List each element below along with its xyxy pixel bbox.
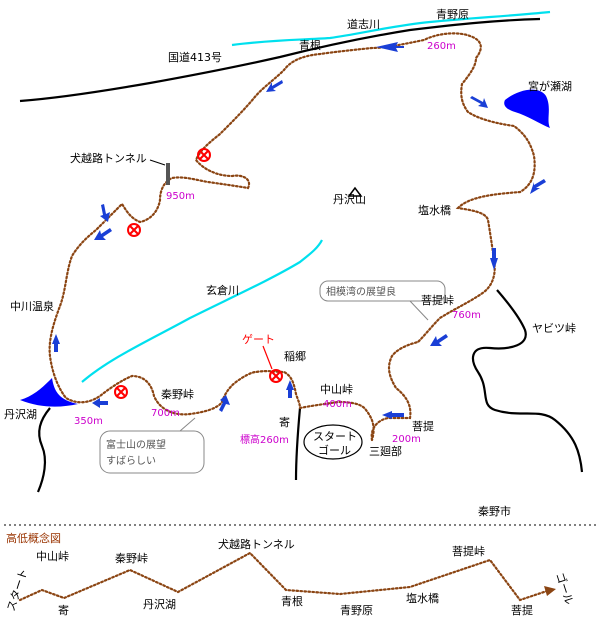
label-shiomizu-bridge: 塩水橋	[418, 203, 451, 217]
arrow-12	[94, 228, 112, 240]
profile-bodai-pass: 菩提峠	[452, 544, 485, 558]
tunnel-icon	[166, 163, 170, 185]
national-road-413-line	[19, 17, 541, 103]
profile-start: スタート	[4, 567, 30, 613]
callout-sagami-bay	[319, 280, 446, 321]
arrow-8	[286, 380, 294, 398]
profile-yoriya: 寄	[58, 603, 69, 617]
arrow-5	[490, 248, 498, 270]
closed-point-icon	[127, 223, 141, 237]
label-genkura-river: 玄倉川	[206, 283, 239, 297]
route-line	[48, 32, 536, 442]
label-miyagase-lake: 宮が瀬湖	[528, 79, 572, 93]
arrow-3	[470, 96, 488, 108]
label-national-road: 国道413号	[168, 50, 222, 64]
gate-icon	[262, 345, 283, 383]
label-inagou: 稲郷	[284, 349, 306, 363]
alt-200: 200m	[392, 434, 421, 445]
profile-line	[18, 551, 552, 602]
profile-hadano: 秦野峠	[115, 551, 148, 565]
peak-icon	[347, 186, 363, 197]
label-bodai-pass: 菩提峠	[421, 293, 454, 307]
road-yoriya	[294, 407, 302, 481]
callout-fuji-line2: すばらしい	[106, 455, 156, 467]
arrow-13	[100, 204, 110, 222]
arrow-1	[376, 42, 404, 52]
closed-point-icon	[197, 148, 211, 162]
alt-950: 950m	[166, 191, 195, 202]
road-yabitsu	[471, 289, 584, 473]
callout-fuji	[99, 417, 205, 474]
label-tanzawa-lake: 丹沢湖	[4, 407, 37, 421]
profile-goal: ゴール	[553, 571, 577, 607]
alt-260-top: 260m	[427, 41, 456, 52]
label-doshi-river: 道志川	[347, 17, 380, 31]
callout-fuji-line1: 富士山の展望	[106, 438, 166, 451]
closed-point-icon	[114, 385, 128, 399]
profile-shiomizu: 塩水橋	[406, 591, 439, 605]
profile-arrow	[544, 586, 556, 596]
start-goal-badge	[303, 424, 363, 460]
label-hadano-pass: 秦野峠	[161, 387, 194, 401]
label-inukoe-tunnel: 犬越路トンネル	[70, 151, 147, 165]
profile-bodai: 菩提	[511, 604, 533, 617]
label-tanzawa-mountain: 丹沢山	[333, 192, 366, 206]
callout-sagami-text: 相模湾の展望良	[326, 285, 396, 298]
genkura-river-line	[81, 239, 323, 383]
profile-nakayama: 中山峠	[36, 549, 69, 563]
arrow-6	[430, 334, 448, 346]
label-nakayama-pass: 中山峠	[320, 382, 353, 396]
goal-label: ゴール	[318, 443, 351, 457]
label-gate: ゲート	[242, 333, 275, 346]
profile-inukoe: 犬越路トンネル	[218, 537, 295, 551]
direction-arrows	[52, 42, 546, 419]
alt-400: 400m	[323, 399, 352, 410]
miyagase-lake-shape	[504, 89, 550, 128]
label-yoriya: 寄	[279, 415, 290, 429]
profile-aonohara: 青野原	[340, 604, 373, 617]
start-label: スタート	[313, 430, 357, 443]
alt-350: 350m	[74, 416, 103, 427]
label-sanbabu: 三廻部	[369, 444, 402, 458]
tanzawa-lake-shape	[20, 378, 78, 407]
arrow-9	[219, 395, 230, 412]
label-yabitsu-pass: ヤビツ峠	[532, 321, 576, 335]
tunnel-leader-line	[149, 159, 166, 166]
arrow-11	[52, 334, 60, 352]
profile-aone: 青根	[281, 594, 303, 608]
arrow-2	[266, 80, 283, 92]
label-bodai: 菩提	[412, 420, 434, 433]
alt-760: 760m	[452, 310, 481, 321]
label-nakagawa-onsen: 中川温泉	[10, 299, 54, 313]
alt-base: 標高260m	[240, 433, 289, 446]
profile-tanzawa-lake: 丹沢湖	[143, 597, 176, 611]
alt-700: 700m	[151, 408, 180, 419]
doshi-river-line	[231, 10, 551, 47]
label-hadano-city: 秦野市	[478, 504, 511, 518]
arrow-7	[382, 411, 404, 419]
profile-title: 高低概念図	[6, 531, 61, 545]
label-aone: 青根	[299, 38, 321, 52]
arrow-10	[92, 398, 108, 408]
label-aonohara-top: 青野原	[436, 8, 469, 21]
road-tanzawa-lake	[36, 407, 51, 493]
arrow-4	[530, 179, 546, 194]
